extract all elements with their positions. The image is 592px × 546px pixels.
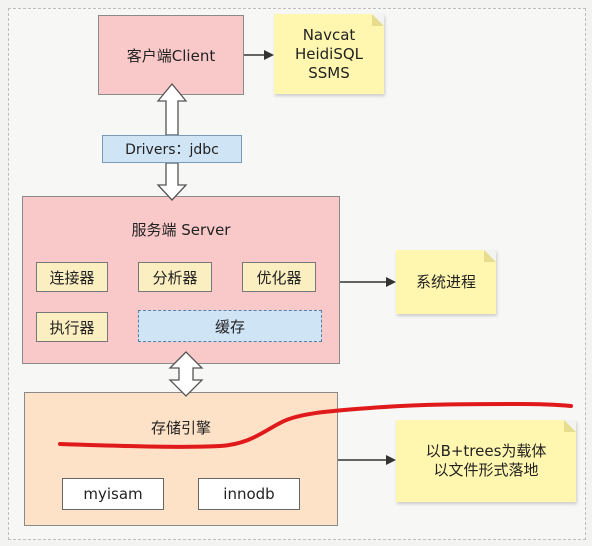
analyzer-label: 分析器 xyxy=(152,268,198,287)
client-box: 客户端Client xyxy=(98,15,244,95)
innodb-label: innodb xyxy=(223,485,275,503)
tool-ssms: SSMS xyxy=(308,63,350,82)
cache-component: 缓存 xyxy=(138,310,322,342)
client-to-tools-arrow xyxy=(244,50,274,60)
optimizer-component: 优化器 xyxy=(242,262,316,292)
executor-label: 执行器 xyxy=(49,318,95,337)
myisam-engine: myisam xyxy=(62,478,164,510)
storage-note-line-1: 以B+trees为载体 xyxy=(425,442,547,460)
server-to-process-arrow xyxy=(340,277,396,287)
connector-label: 连接器 xyxy=(49,268,95,287)
tool-heidisql: HeidiSQL xyxy=(294,44,364,63)
storage-engine-title: 存储引擎 xyxy=(150,419,211,437)
red-underline-annotation xyxy=(58,401,573,449)
drivers-box: Drivers：jdbc xyxy=(102,135,242,163)
system-process-label: 系统进程 xyxy=(415,272,476,291)
client-label: 客户端Client xyxy=(126,46,216,65)
optimizer-label: 优化器 xyxy=(256,268,302,287)
executor-component: 执行器 xyxy=(36,312,108,342)
storage-format-note: 以B+trees为载体 以文件形式落地 xyxy=(396,420,576,502)
tool-navicat: Navcat xyxy=(302,25,356,44)
innodb-engine: innodb xyxy=(198,478,300,510)
connector-component: 连接器 xyxy=(36,262,108,292)
system-process-note: 系统进程 xyxy=(396,250,496,314)
cache-label: 缓存 xyxy=(214,317,245,336)
storage-note-line-2: 以文件形式落地 xyxy=(433,461,539,479)
engine-to-storage-arrow xyxy=(338,455,396,465)
server-engine-double-arrow xyxy=(168,351,204,397)
server-title: 服务端 Server xyxy=(131,221,231,239)
myisam-label: myisam xyxy=(83,485,143,503)
drivers-label: Drivers：jdbc xyxy=(125,142,219,158)
client-tools-note: Navcat HeidiSQL SSMS xyxy=(274,14,384,94)
analyzer-component: 分析器 xyxy=(138,262,212,292)
client-server-double-arrow xyxy=(156,82,188,201)
